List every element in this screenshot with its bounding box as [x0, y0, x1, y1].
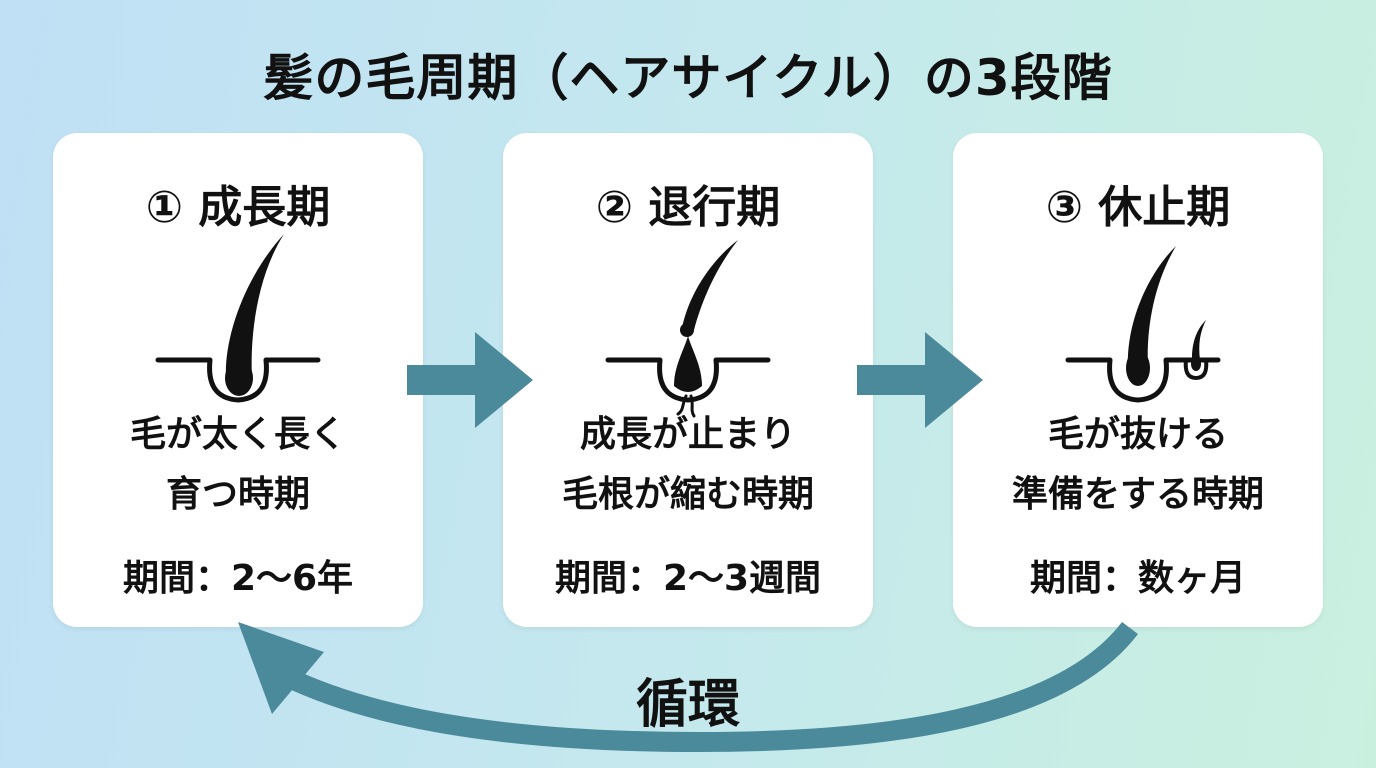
stage-period: 期間：2〜6年	[122, 558, 354, 599]
stage-title: ① 成長期	[145, 182, 331, 233]
stage-period: 期間：2〜3週間	[554, 558, 822, 599]
stage-card-regression: ② 退行期 成長が止まり 毛根が縮む時期 期間：2〜3週間	[503, 133, 873, 627]
stage-description: 成長が止まり 毛根が縮む時期	[503, 405, 873, 525]
stage-description-line: 成長が止まり	[579, 414, 796, 455]
stage-card-growth: ① 成長期 毛が太く長く 育つ時期 期間：2〜6年	[53, 133, 423, 627]
stage-description-line: 毛根が縮む時期	[561, 474, 814, 515]
right-arrow-icon	[857, 332, 983, 428]
regressing-hair-icon	[605, 240, 771, 418]
stage-description: 毛が太く長く 育つ時期	[53, 405, 423, 525]
growing-hair-icon	[155, 234, 321, 403]
stage-card-resting: ③ 休止期 毛が抜ける 準備をする時期 期間：数ヶ月	[953, 133, 1323, 627]
stage-period: 期間：数ヶ月	[1029, 558, 1246, 599]
stage-description-line: 毛が太く長く	[129, 414, 346, 455]
right-arrow-icon	[407, 332, 533, 428]
stage-title: ③ 休止期	[1045, 182, 1231, 233]
stage-description-line: 毛が抜ける	[1047, 414, 1228, 455]
stage-description-line: 育つ時期	[165, 474, 310, 515]
stage-description: 毛が抜ける 準備をする時期	[953, 405, 1323, 525]
stage-title: ② 退行期	[595, 182, 781, 233]
cycle-label: 循環	[635, 675, 740, 735]
resting-hair-icon	[1065, 246, 1221, 403]
stage-description-line: 準備をする時期	[1011, 474, 1264, 515]
page-title: 髪の毛周期（ヘアサイクル）の3段階	[263, 49, 1113, 107]
